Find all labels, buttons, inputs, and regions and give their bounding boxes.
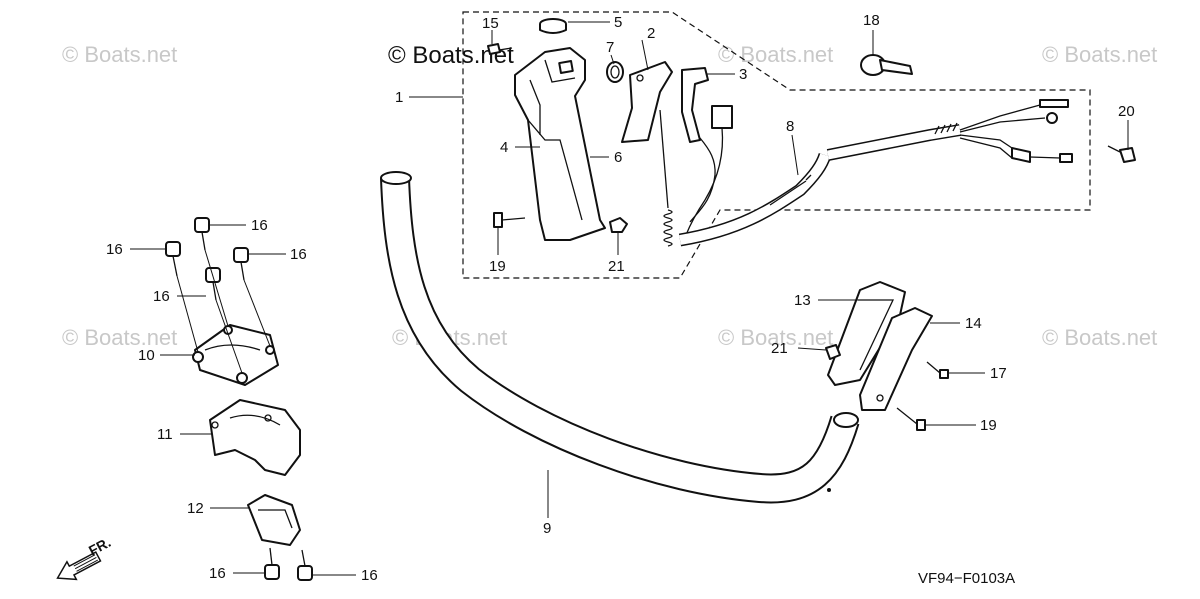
nut-21-top xyxy=(609,217,628,233)
callout-20: 20 xyxy=(1118,103,1135,120)
callout-16: 16 xyxy=(153,288,170,305)
handlebar-tube xyxy=(380,171,860,504)
watermark: © Boats.net xyxy=(62,325,177,350)
bolt-16 xyxy=(233,247,249,281)
callout-9: 9 xyxy=(543,520,551,537)
callout-16: 16 xyxy=(290,246,307,263)
callout-16: 16 xyxy=(251,217,268,234)
nut-21-right xyxy=(825,344,841,360)
leader-lines xyxy=(130,21,1129,576)
callout-12: 12 xyxy=(187,500,204,517)
cable-clamp xyxy=(860,54,913,76)
spring-part xyxy=(606,61,624,83)
bolt-16 xyxy=(297,549,313,581)
bolts-16 xyxy=(165,217,313,581)
callout-3: 3 xyxy=(739,66,747,83)
front-direction-indicator: FR. xyxy=(56,534,113,581)
bolt-16 xyxy=(165,241,181,277)
watermarks: © Boats.net © Boats.net © Boats.net © Bo… xyxy=(62,42,1157,350)
grip-end-covers xyxy=(827,281,933,411)
watermark: © Boats.net xyxy=(1042,42,1157,67)
callout-18: 18 xyxy=(863,12,880,29)
cap-part xyxy=(539,18,567,34)
throttle-lever xyxy=(621,61,673,143)
callout-14: 14 xyxy=(965,315,982,332)
callout-16: 16 xyxy=(106,241,123,258)
bolt-16 xyxy=(194,217,210,251)
callout-17: 17 xyxy=(990,365,1007,382)
callout-8: 8 xyxy=(786,118,794,135)
callouts: 1 2 3 4 5 6 7 8 9 10 11 12 13 14 15 16 1… xyxy=(106,12,1135,584)
cable-coils xyxy=(659,109,673,247)
bolt-16 xyxy=(205,267,221,301)
callout-16: 16 xyxy=(209,565,226,582)
watermark: © Boats.net xyxy=(718,325,833,350)
callout-4: 4 xyxy=(500,139,508,156)
watermark: © Boats.net xyxy=(718,42,833,67)
callout-5: 5 xyxy=(614,14,622,31)
bracket xyxy=(247,494,301,546)
callout-21: 21 xyxy=(771,340,788,357)
cable-harness xyxy=(678,99,1073,247)
grip-housing xyxy=(514,47,606,241)
bolt-16 xyxy=(264,547,280,580)
callout-16: 16 xyxy=(361,567,378,584)
switch-part xyxy=(681,67,733,236)
bolt-20 xyxy=(1107,145,1136,163)
callout-2: 2 xyxy=(647,25,655,42)
callout-19: 19 xyxy=(489,258,506,275)
screw-15 xyxy=(487,43,513,55)
callout-15: 15 xyxy=(482,15,499,32)
callout-11: 11 xyxy=(157,426,173,443)
callout-13: 13 xyxy=(794,292,811,309)
callout-21: 21 xyxy=(608,258,625,275)
diagram-code: VF94−F0103A xyxy=(918,570,1015,587)
watermark: © Boats.net xyxy=(1042,325,1157,350)
callout-10: 10 xyxy=(138,347,155,364)
screw-19-top xyxy=(493,212,526,228)
upper-clamp xyxy=(192,324,279,386)
callout-19: 19 xyxy=(980,417,997,434)
screw-17 xyxy=(926,361,949,379)
callout-1: 1 xyxy=(395,89,403,106)
callout-7: 7 xyxy=(606,39,614,56)
screw-19-right xyxy=(896,407,926,431)
lower-holder xyxy=(209,399,301,476)
watermark: © Boats.net xyxy=(62,42,177,67)
callout-6: 6 xyxy=(614,149,622,166)
assembly-boundary xyxy=(462,11,1091,279)
